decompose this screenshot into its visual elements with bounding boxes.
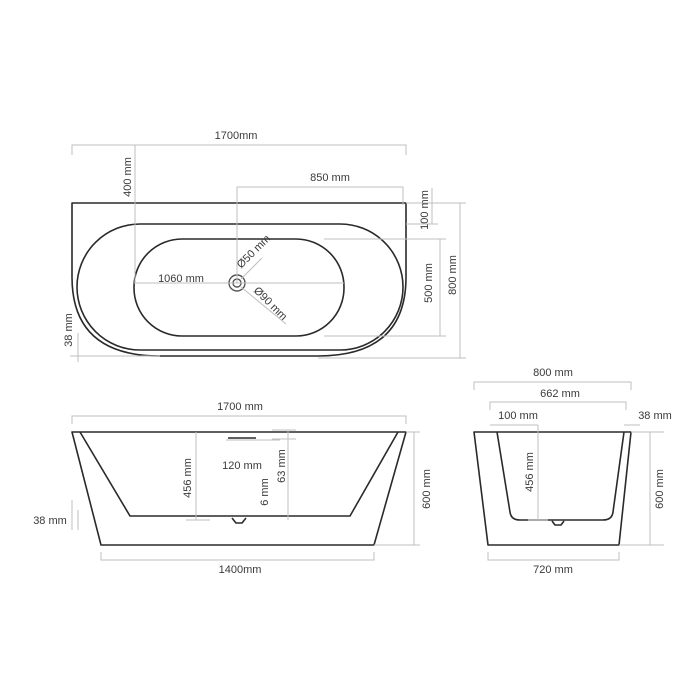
top-view-rim-width-label: 100 mm xyxy=(419,190,431,230)
front-view-overflow-gap-label: 6 mm xyxy=(259,478,271,506)
front-view-wall-thickness-label: 38 mm xyxy=(33,515,67,527)
side-view-wall-thickness-label: 38 mm xyxy=(638,410,672,422)
side-view-dimension-lines xyxy=(473,381,664,561)
front-view-base-length-label: 1400mm xyxy=(219,564,262,576)
top-view-basin xyxy=(133,238,345,337)
top-view-wall-thickness-label: 38 mm xyxy=(63,313,75,347)
front-view-overall-length-label: 1700 mm xyxy=(217,401,263,413)
top-view-back-offset-label: 400 mm xyxy=(122,157,134,197)
front-view-dimension-lines xyxy=(71,415,420,561)
top-view-inner-length-label: 1060 mm xyxy=(158,273,204,285)
front-view: 1700 mm 120 mm 456 mm 63 mm 6 mm 600 mm … xyxy=(33,401,433,576)
front-view-basin xyxy=(79,431,399,517)
side-view-overall-width-label: 800 mm xyxy=(533,367,573,379)
top-view-overall-width-label: 800 mm xyxy=(447,255,459,295)
front-view-drain xyxy=(231,517,247,524)
front-view-overall-height-label: 600 mm xyxy=(421,469,433,509)
side-view-basin xyxy=(496,431,625,521)
side-view-overall-height-label: 600 mm xyxy=(654,469,666,509)
side-view-rim-width-label: 100 mm xyxy=(498,410,538,422)
top-view-inner-width-label: 500 mm xyxy=(423,263,435,303)
side-view-base-width-label: 720 mm xyxy=(533,564,573,576)
top-view-inner-rim xyxy=(76,223,404,351)
front-view-outer-shell xyxy=(71,431,407,546)
top-view: 1700mm 400 mm 850 mm 100 mm 800 mm 500 m… xyxy=(63,130,466,362)
front-view-inner-depth-label: 456 mm xyxy=(182,458,194,498)
front-view-overflow-width-label: 120 mm xyxy=(222,460,262,472)
top-view-drain-offset-label: 850 mm xyxy=(310,172,350,184)
front-view-overflow-height-label: 63 mm xyxy=(276,449,288,483)
side-view-inner-depth-label: 456 mm xyxy=(524,452,536,492)
top-view-dimension-lines xyxy=(70,144,466,362)
side-view-inner-width-label: 662 mm xyxy=(540,388,580,400)
side-view: 800 mm 662 mm 100 mm 38 mm 456 mm 600 mm… xyxy=(473,367,672,576)
top-view-outer-shell xyxy=(71,202,407,357)
side-view-drain xyxy=(551,520,565,526)
top-view-overflow-diameter-label: Ø90 mm xyxy=(251,285,289,323)
side-view-outer-shell xyxy=(473,431,632,546)
top-view-overall-length-label: 1700mm xyxy=(215,130,258,142)
